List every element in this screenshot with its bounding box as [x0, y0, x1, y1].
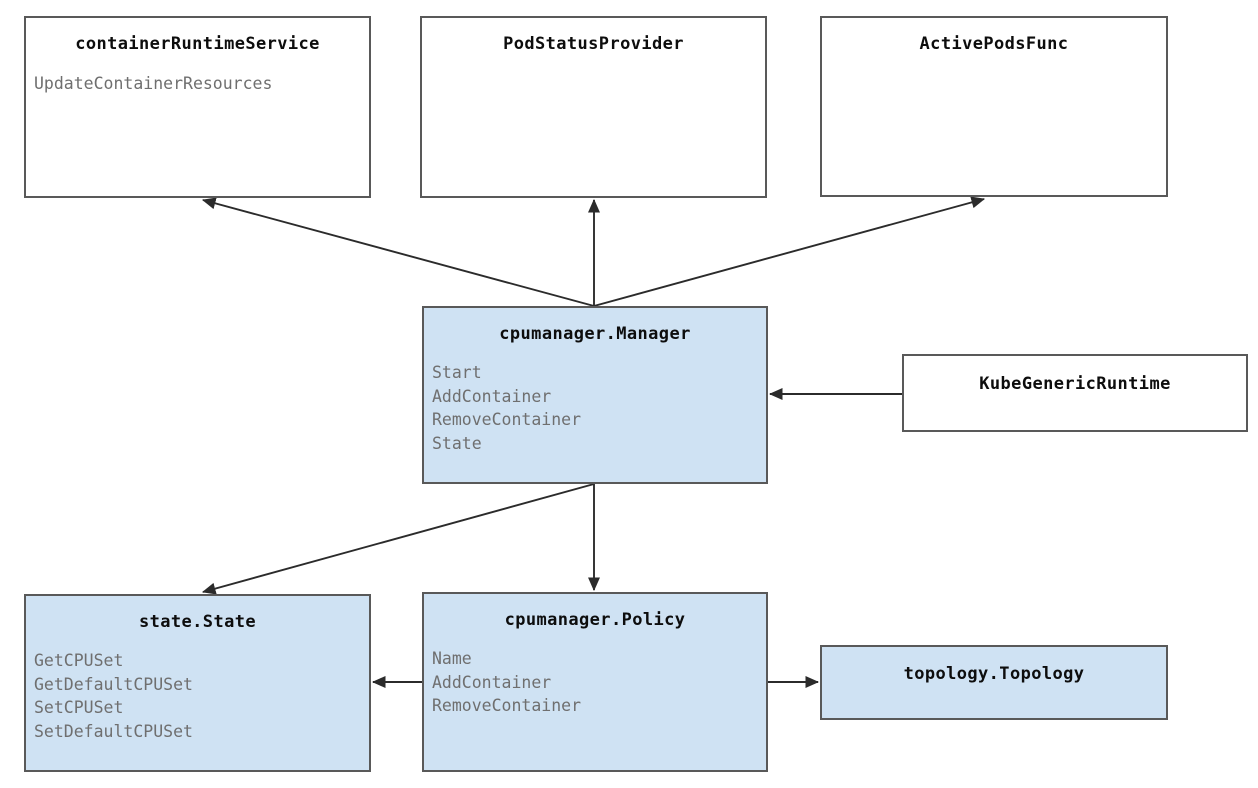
class-node-method: GetCPUSet	[34, 651, 124, 670]
class-node-method-list: Name AddContainer RemoveContainer	[424, 647, 766, 718]
edge-manager-to-state-state	[201, 483, 595, 595]
class-node-method: GetDefaultCPUSet	[34, 674, 193, 694]
class-node-method: UpdateContainerResources	[34, 74, 273, 93]
class-node-method: AddContainer	[432, 672, 552, 692]
edge-manager-to-active-pods-func	[593, 196, 986, 307]
class-node-method-list: UpdateContainerResources	[26, 72, 369, 96]
class-node-topology-topology[interactable]: topology.Topology	[820, 645, 1168, 720]
class-node-method: RemoveContainer	[432, 410, 582, 429]
class-node-pod-status-provider[interactable]: PodStatusProvider	[420, 16, 767, 198]
class-node-method: State	[432, 433, 482, 453]
class-node-method-list: GetCPUSet GetDefaultCPUSet SetCPUSet Set…	[26, 649, 369, 743]
class-node-title: PodStatusProvider	[503, 34, 684, 54]
class-node-cpumanager-policy[interactable]: cpumanager.Policy Name AddContainer Remo…	[422, 592, 768, 772]
edge-manager-to-container-runtime-service	[201, 197, 595, 307]
class-node-title: cpumanager.Policy	[504, 610, 686, 630]
class-node-state-state[interactable]: state.State GetCPUSet GetDefaultCPUSet S…	[24, 594, 371, 772]
class-node-method-list: Start AddContainer RemoveContainer State	[424, 361, 766, 455]
class-node-title: KubeGenericRuntime	[979, 374, 1171, 394]
class-node-cpumanager-manager[interactable]: cpumanager.Manager Start AddContainer Re…	[422, 306, 768, 484]
class-node-kube-generic-runtime[interactable]: KubeGenericRuntime	[902, 354, 1248, 432]
class-node-method: AddContainer	[432, 386, 552, 406]
class-node-title: state.State	[139, 612, 256, 632]
class-node-title: ActivePodsFunc	[919, 34, 1069, 54]
class-node-container-runtime-service[interactable]: containerRuntimeService UpdateContainerR…	[24, 16, 371, 198]
class-node-method: Start	[432, 363, 482, 382]
class-node-title: cpumanager.Manager	[499, 324, 691, 344]
class-node-title: containerRuntimeService	[75, 34, 320, 54]
class-node-method: Name	[432, 649, 472, 668]
class-node-active-pods-func[interactable]: ActivePodsFunc	[820, 16, 1168, 197]
class-node-title: topology.Topology	[903, 664, 1085, 684]
class-node-method: RemoveContainer	[432, 696, 582, 715]
class-node-method: SetCPUSet	[34, 698, 124, 717]
class-node-method: SetDefaultCPUSet	[34, 721, 193, 741]
